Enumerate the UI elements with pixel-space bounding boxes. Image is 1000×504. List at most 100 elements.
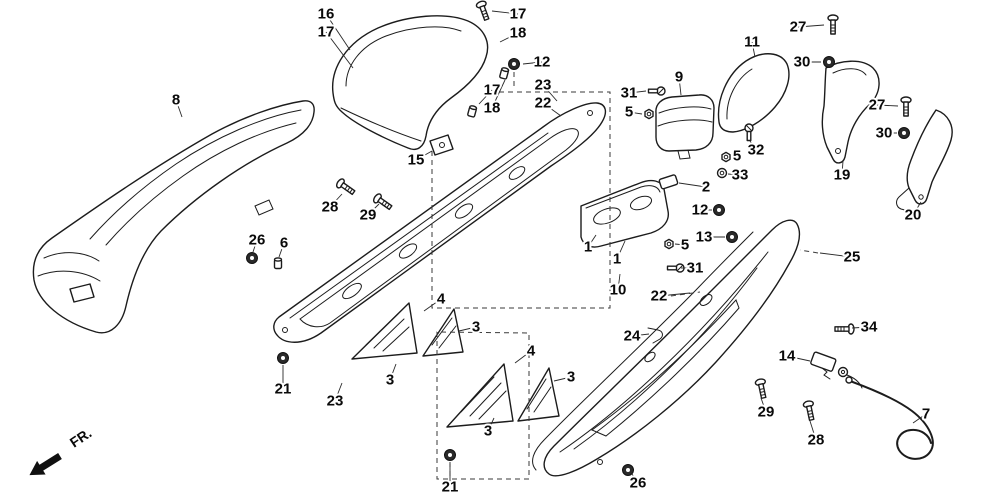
callout-21: 21: [275, 381, 292, 398]
cowl-hook-24: [647, 327, 663, 344]
rubber-clip-2: [658, 174, 679, 190]
callout-3: 3: [472, 319, 480, 336]
grab-rail-right: [896, 109, 953, 214]
leader-line: [278, 242, 285, 258]
callout-20: 20: [905, 207, 922, 224]
callout-19: 19: [834, 167, 851, 184]
bolt-icon: [900, 96, 912, 117]
callout-23: 23: [327, 393, 344, 410]
callout-10: 10: [610, 282, 627, 299]
leader-line: [252, 239, 258, 253]
callout-12: 12: [692, 202, 709, 219]
callout-9: 9: [675, 69, 683, 86]
seat-latch: [810, 351, 863, 389]
callout-28: 28: [322, 199, 339, 216]
leader-line: [797, 24, 825, 28]
callout-22: 22: [535, 95, 552, 112]
leader-line: [617, 273, 621, 291]
callout-4: 4: [527, 343, 536, 360]
leader-line: [542, 102, 562, 117]
fr-label: FR.: [67, 425, 95, 451]
callout-30: 30: [876, 125, 893, 142]
leader-line: [631, 473, 639, 484]
leader-line: [912, 201, 922, 216]
callout-25: 25: [844, 249, 861, 266]
leader-line: [553, 376, 572, 382]
seat-pad-set-lower: [446, 363, 560, 428]
grommet-icon: [823, 56, 835, 68]
leader-line: [175, 99, 183, 118]
grommet-icon: [508, 58, 520, 70]
collar-icon: [273, 257, 283, 270]
leader-line: [631, 333, 650, 337]
callout-30: 30: [794, 54, 811, 71]
leader-line: [491, 10, 519, 15]
leader-line: [819, 252, 853, 258]
callout-6: 6: [280, 235, 288, 252]
leader-line: [851, 326, 870, 329]
callout-3: 3: [484, 423, 492, 440]
leader-line: [514, 350, 532, 364]
leader-line: [325, 13, 351, 51]
leader-line: [678, 76, 682, 96]
callout-32: 32: [748, 142, 765, 159]
leader-line: [749, 140, 757, 151]
leader-line: [786, 355, 811, 362]
leader-line: [628, 111, 643, 115]
bolt-icon: [834, 323, 855, 335]
callout-31: 31: [621, 85, 638, 102]
callout-14: 14: [779, 348, 796, 365]
grommet-icon: [898, 127, 910, 139]
tail-light: [655, 94, 715, 160]
callout-26: 26: [630, 475, 647, 492]
grommet-icon: [277, 352, 289, 364]
callout-17: 17: [318, 24, 335, 41]
bolt-icon: [474, 0, 493, 22]
callout-16: 16: [318, 6, 335, 23]
leader-line: [841, 160, 844, 176]
leader-line: [499, 32, 519, 43]
seat-pad-set-upper: [351, 302, 464, 360]
leader-line: [522, 61, 543, 65]
callout-3: 3: [567, 369, 575, 386]
bolt-icon: [334, 176, 358, 198]
leader-line: [367, 203, 380, 216]
callout-3: 3: [386, 372, 394, 389]
nut-icon: [644, 108, 654, 120]
callout-17: 17: [510, 6, 527, 23]
leader-line: [658, 292, 691, 297]
callout-24: 24: [624, 328, 641, 345]
leader-line: [423, 298, 442, 312]
grommet-icon: [726, 231, 738, 243]
leader-line: [389, 363, 397, 381]
leader-line: [334, 382, 343, 402]
callout-28: 28: [808, 432, 825, 449]
callout-5: 5: [681, 237, 689, 254]
callout-27: 27: [790, 19, 807, 36]
seat-bracket-15: [429, 134, 454, 156]
nut-icon: [721, 151, 731, 163]
callout-31: 31: [687, 260, 704, 277]
leader-line: [487, 417, 495, 432]
leader-line: [912, 413, 927, 424]
leader-line: [674, 243, 686, 246]
callout-33: 33: [732, 167, 749, 184]
callout-22: 22: [651, 288, 668, 305]
grommet-icon: [713, 204, 725, 216]
callout-12: 12: [534, 54, 551, 71]
callout-26: 26: [249, 232, 266, 249]
leader-line: [678, 182, 707, 188]
bolt-icon: [754, 377, 770, 400]
nut-icon: [664, 238, 674, 250]
rear-center-cowl: [273, 102, 607, 343]
callout-21: 21: [442, 479, 459, 496]
leader-line: [329, 193, 343, 208]
collar-icon: [498, 66, 510, 80]
callout-18: 18: [510, 25, 527, 42]
screw-icon: [647, 86, 666, 96]
leader-line: [876, 104, 899, 107]
leader-line: [415, 150, 433, 161]
callout-23: 23: [535, 77, 552, 94]
callout-34: 34: [861, 319, 878, 336]
